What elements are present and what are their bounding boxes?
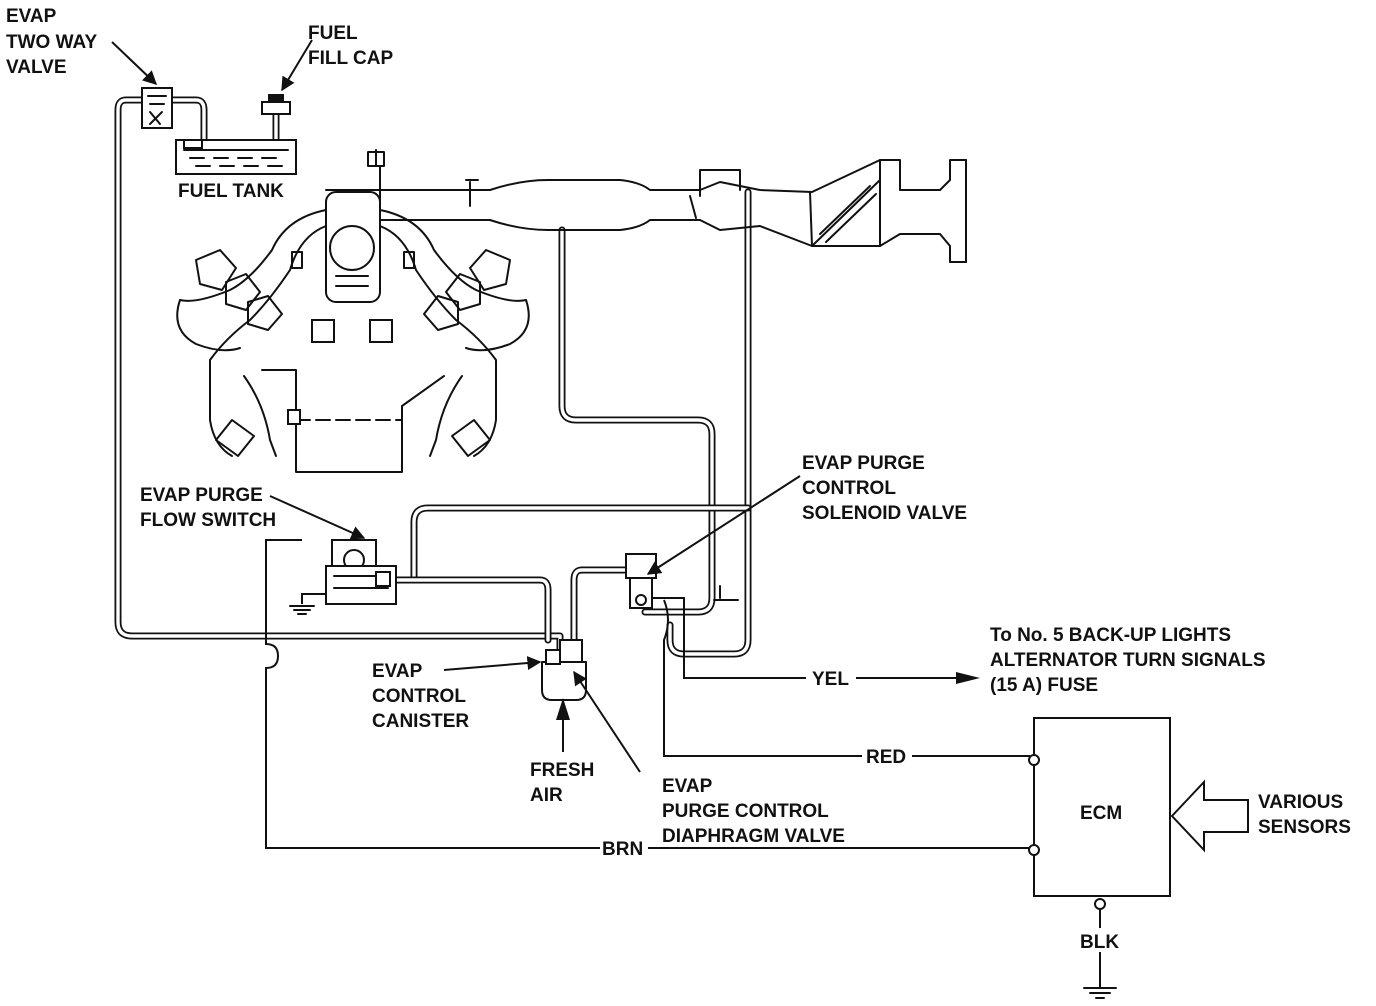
fresh-air-label-2: AIR <box>530 785 563 806</box>
canister-label-3: CANISTER <box>372 711 469 732</box>
fuel-tank-label: FUEL TANK <box>178 181 284 202</box>
fuel-fill-cap-label-1: FUEL <box>308 23 358 44</box>
yel-wire <box>683 640 966 679</box>
diaphragm-valve-label-3: DIAPHRAGM VALVE <box>662 826 845 847</box>
ecm <box>1028 717 1171 999</box>
purge-flow-switch-label-2: FLOW SWITCH <box>140 510 276 531</box>
engine <box>176 149 967 473</box>
diaphragm-valve-label-2: PURGE CONTROL <box>662 801 829 822</box>
evap-control-canister <box>541 639 587 701</box>
purge-flow-switch-label-1: EVAP PURGE <box>140 485 263 506</box>
two-way-valve-label-3: VALVE <box>6 57 67 78</box>
purge-solenoid-label-2: CONTROL <box>802 478 896 499</box>
evap-purge-flow-switch <box>289 539 397 615</box>
purge-solenoid-label-3: SOLENOID VALVE <box>802 503 967 524</box>
blk-wire-label: BLK <box>1080 932 1119 953</box>
two-way-valve-label-1: EVAP <box>6 6 57 27</box>
diaphragm-valve-label-1: EVAP <box>662 776 713 797</box>
canister-label-1: EVAP <box>372 661 423 682</box>
brn-wire-label: BRN <box>602 839 643 860</box>
fuel-fill-cap-label-2: FILL CAP <box>308 48 393 69</box>
yel-wire-label: YEL <box>812 669 849 690</box>
canister-label-2: CONTROL <box>372 686 466 707</box>
ecm-label: ECM <box>1080 803 1122 824</box>
leader-arrows <box>111 39 801 773</box>
various-sensors-arrow-icon <box>1170 779 1249 853</box>
fuel-tank <box>175 139 297 175</box>
red-wire-label: RED <box>866 747 906 768</box>
evap-two-way-valve <box>141 87 173 129</box>
red-wire <box>663 599 1030 757</box>
two-way-valve-label-2: TWO WAY <box>6 32 97 53</box>
various-sensors-label-2: SENSORS <box>1258 817 1351 838</box>
brn-wire <box>265 539 1030 849</box>
various-sensors-label-1: VARIOUS <box>1258 792 1343 813</box>
evap-purge-control-solenoid-valve <box>625 553 685 640</box>
fuse-note-label-1: To No. 5 BACK-UP LIGHTS <box>990 625 1231 646</box>
fuse-note-label-2: ALTERNATOR TURN SIGNALS <box>990 650 1266 671</box>
fuel-fill-cap <box>261 94 291 115</box>
fuse-note-label-3: (15 A) FUSE <box>990 675 1098 696</box>
fresh-air-label-1: FRESH <box>530 760 594 781</box>
hose-network <box>114 96 752 658</box>
purge-solenoid-label-1: EVAP PURGE <box>802 453 925 474</box>
